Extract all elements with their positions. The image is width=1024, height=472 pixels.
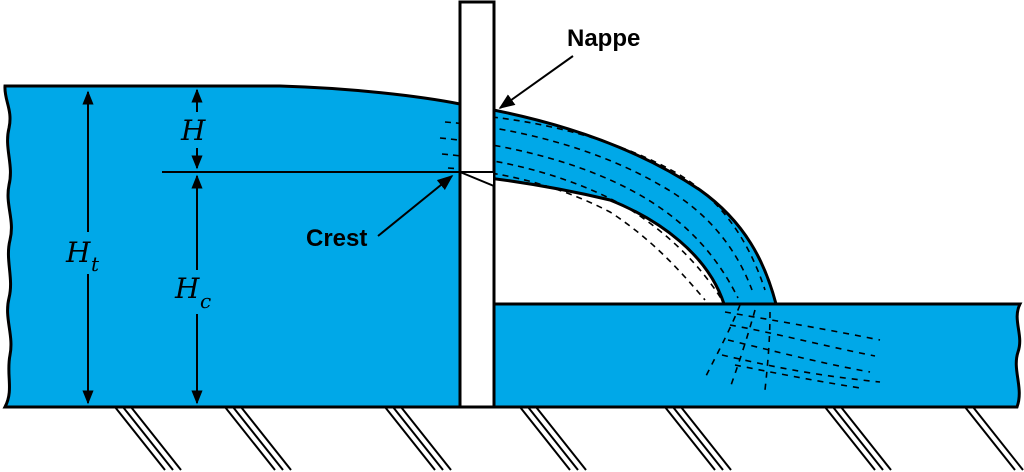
ht-label-subscript: t <box>91 252 100 276</box>
ht-label-mask <box>66 232 114 274</box>
weir-crest <box>459 171 495 188</box>
nappe-jet <box>458 102 778 306</box>
ground-hatching <box>114 406 1024 471</box>
upstream-water <box>2 84 462 409</box>
nappe-label: Nappe <box>567 25 640 52</box>
crest-leader-arrow <box>377 174 454 237</box>
crest-label: Crest <box>306 225 367 252</box>
h-label: H <box>180 114 206 147</box>
hc-label-subscript: c <box>200 289 211 313</box>
downstream-water <box>492 302 1023 409</box>
downstream-turbulence <box>704 304 881 391</box>
ht-label: H <box>65 236 91 269</box>
nappe-turbulence <box>439 114 766 301</box>
weir-plate <box>458 0 496 409</box>
hc-label-mask <box>174 270 222 314</box>
h-label-mask <box>180 112 214 148</box>
hc-label: H <box>174 272 200 305</box>
nappe-leader-arrow <box>498 55 574 109</box>
